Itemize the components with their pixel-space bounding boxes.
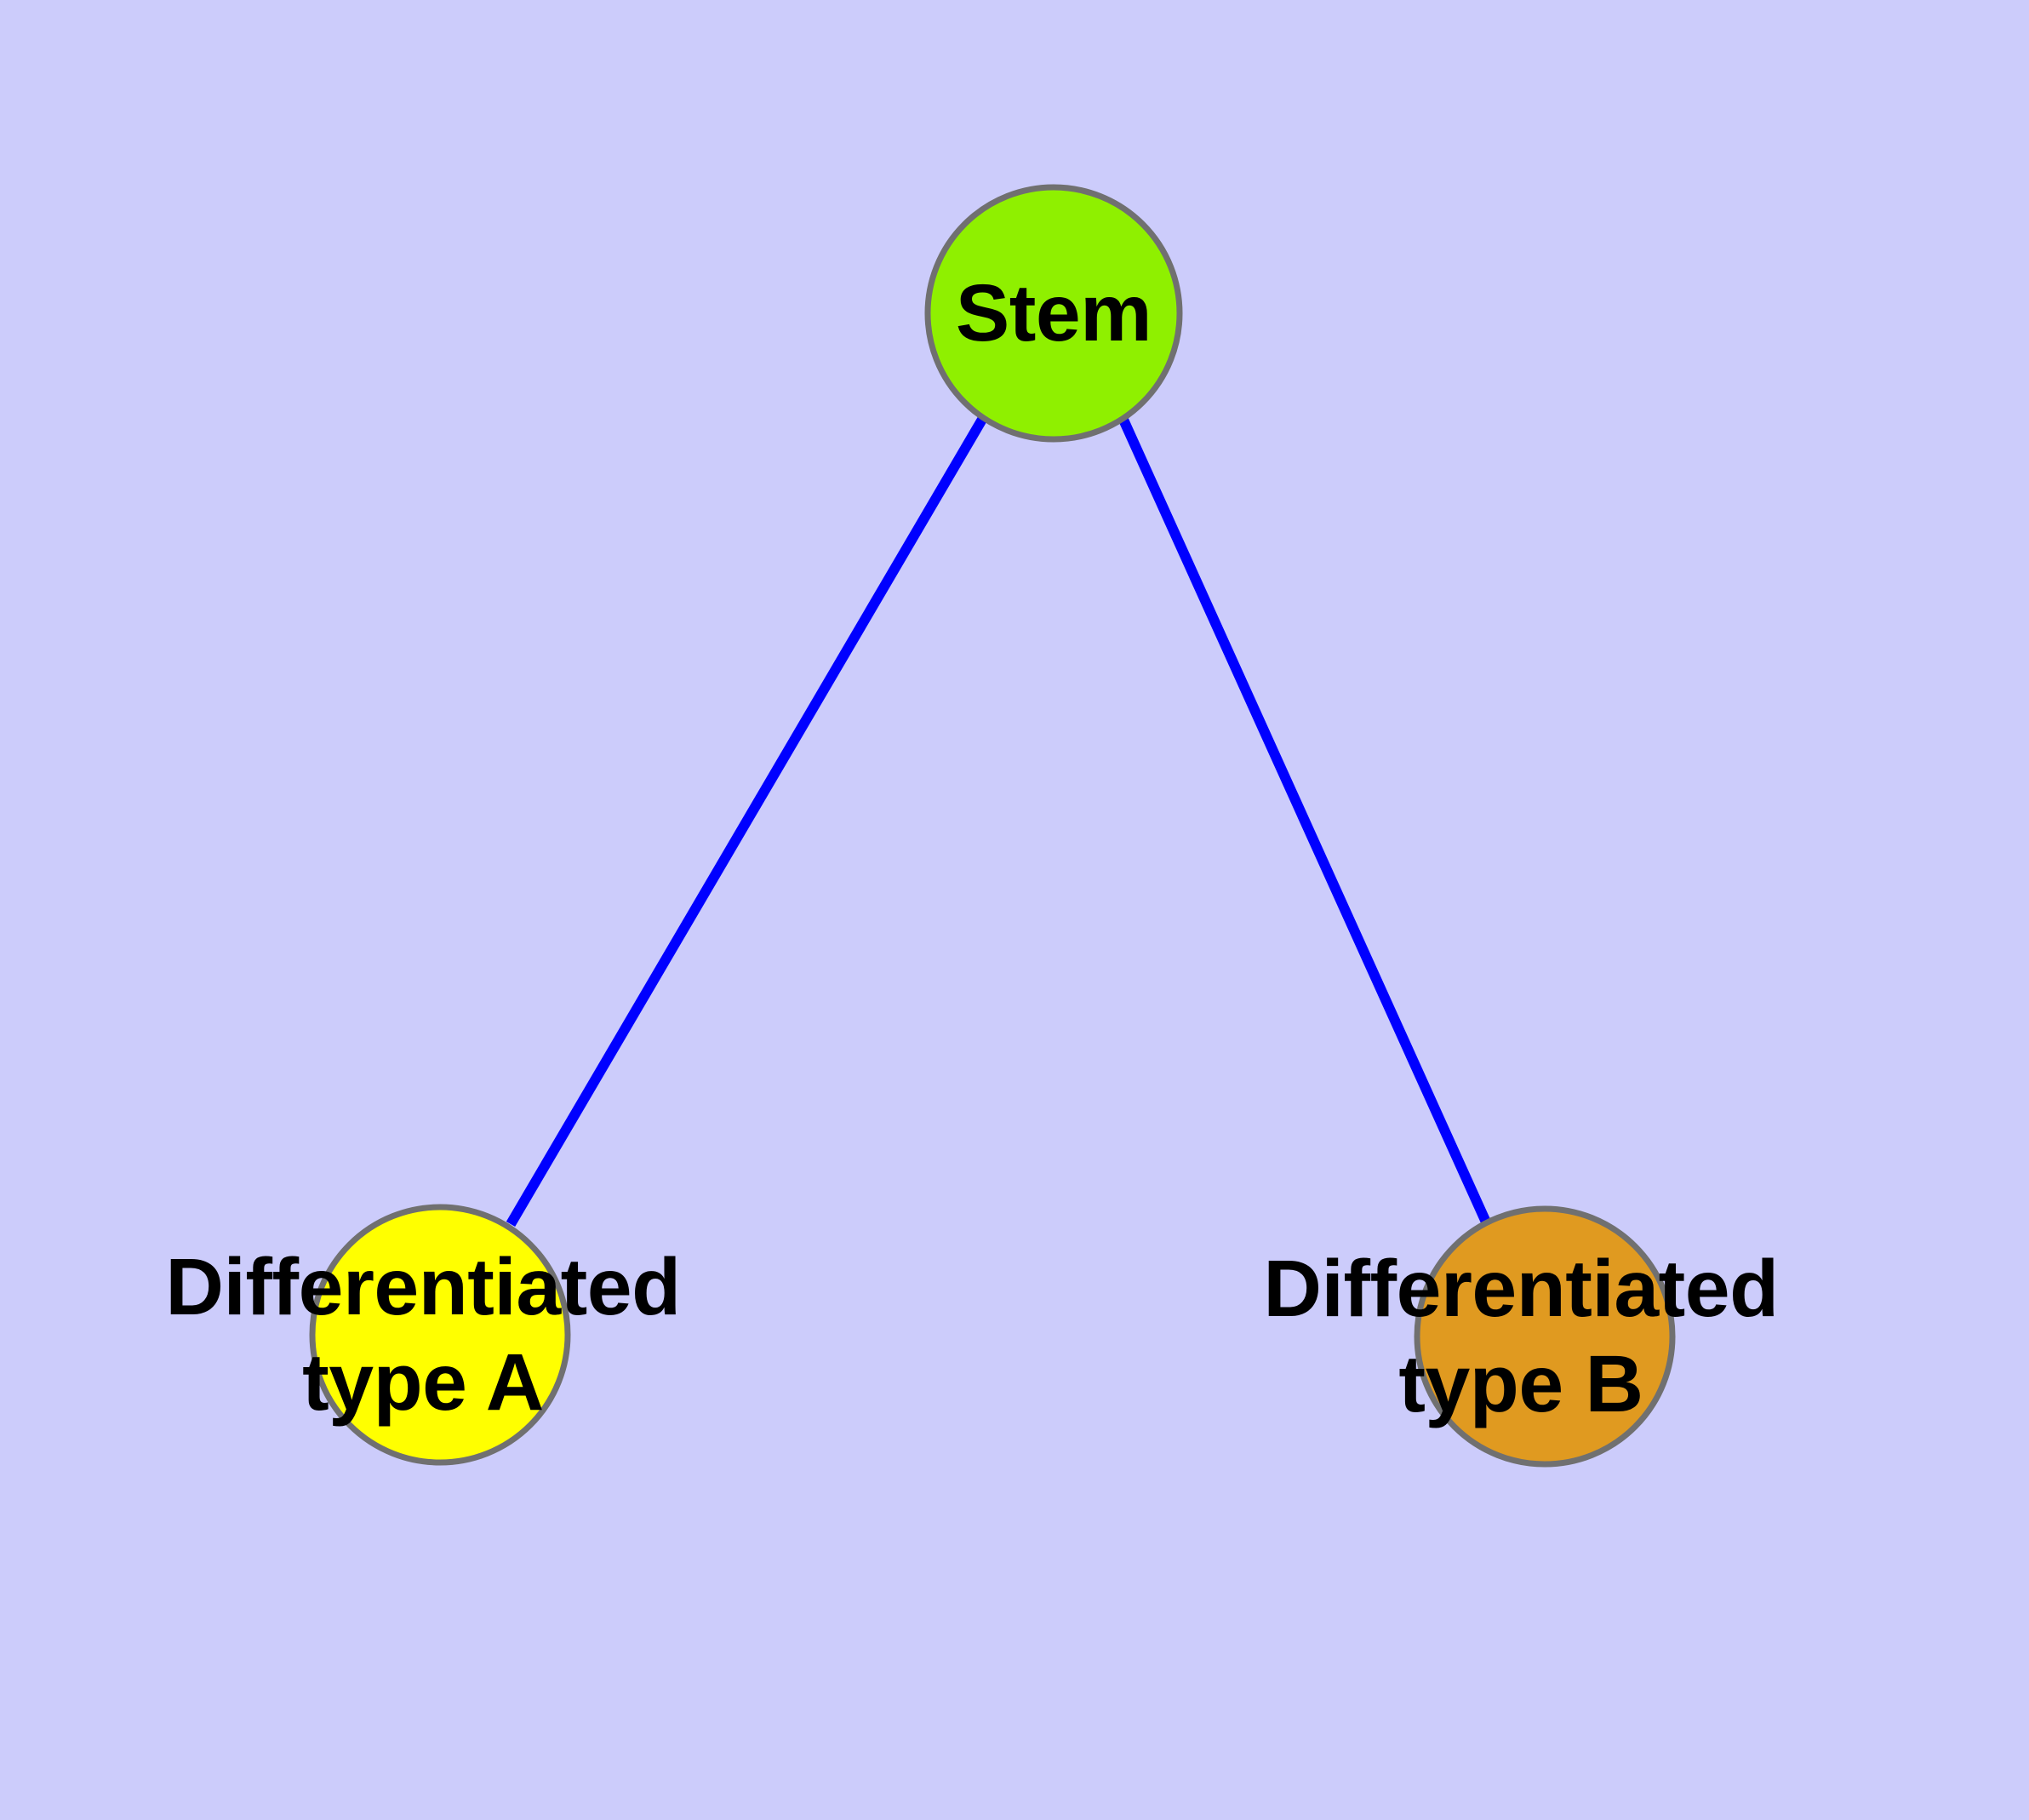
edge-stem-to-differentiated-type-b[interactable] xyxy=(1118,417,1493,1228)
node-layer xyxy=(309,184,1676,1468)
edge-layer xyxy=(506,415,1493,1228)
edge-stem-to-differentiated-type-a[interactable] xyxy=(506,415,988,1228)
node-stem-circle[interactable] xyxy=(924,184,1183,443)
node-differentiated-type-a-circle[interactable] xyxy=(309,1204,571,1466)
node-differentiated-type-b-circle[interactable] xyxy=(1414,1205,1676,1468)
